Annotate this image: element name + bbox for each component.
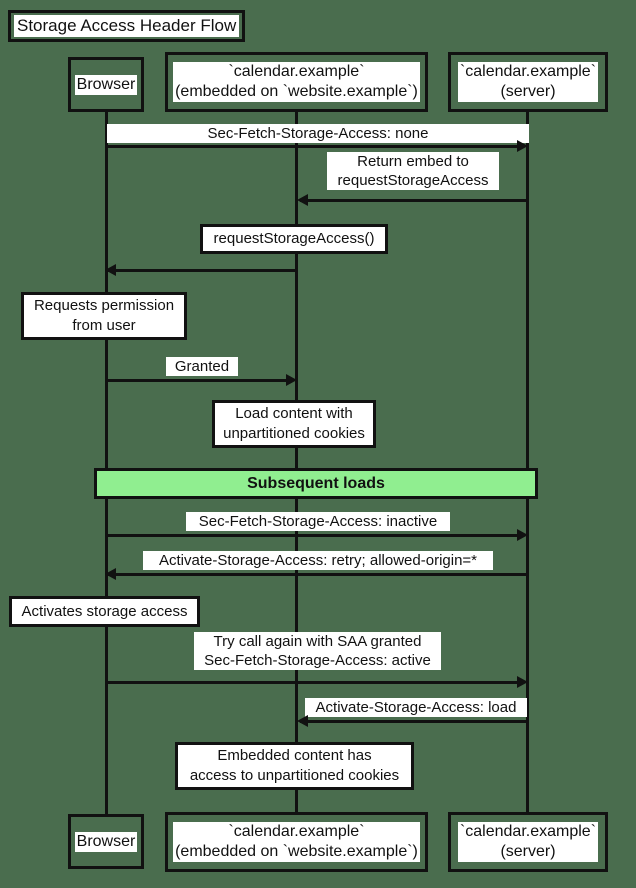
participant-browser-bottom[interactable]: Browser xyxy=(68,814,144,869)
message-line-granted xyxy=(105,379,289,382)
message-box-request-storage-access[interactable]: requestStorageAccess() xyxy=(200,224,388,254)
message-box-request-storage-access-label: requestStorageAccess() xyxy=(213,230,375,247)
message-line-sec-fetch-none xyxy=(105,145,522,148)
message-arrowhead-activate-load xyxy=(297,715,308,727)
participant-embed-top-label: `calendar.example` (embedded on `website… xyxy=(173,62,420,102)
participant-embed-bottom-label: `calendar.example` (embedded on `website… xyxy=(173,822,420,862)
message-line-try-call-again xyxy=(105,681,522,684)
message-arrowhead-return-embed xyxy=(297,194,308,206)
message-label-granted: Granted xyxy=(166,357,238,376)
message-arrowhead-try-call-again xyxy=(517,676,528,688)
note-activates-storage-access-label: Activates storage access xyxy=(21,602,188,620)
note-requests-permission-label: Requests permission from user xyxy=(33,297,175,334)
note-load-content: Load content with unpartitioned cookies xyxy=(212,400,376,448)
message-label-activate-retry: Activate-Storage-Access: retry; allowed-… xyxy=(143,551,493,570)
participant-embed-bottom[interactable]: `calendar.example` (embedded on `website… xyxy=(165,812,428,872)
message-label-try-call-again: Try call again with SAA granted Sec-Fetc… xyxy=(194,632,441,670)
message-line-return-embed xyxy=(300,199,527,202)
message-line-sec-fetch-inactive xyxy=(105,534,522,537)
divider-subsequent-loads: Subsequent loads xyxy=(94,468,538,499)
lifeline-browser xyxy=(105,112,108,814)
diagram-title-box: Storage Access Header Flow xyxy=(8,10,246,42)
message-arrowhead-activate-retry xyxy=(105,568,116,580)
note-embedded-content-access-label: Embedded content has access to unpartiti… xyxy=(189,747,400,784)
message-label-return-embed: Return embed to requestStorageAccess xyxy=(327,152,499,190)
participant-browser-bottom-label: Browser xyxy=(74,831,138,852)
participant-server-bottom[interactable]: `calendar.example` (server) xyxy=(448,812,608,872)
message-label-sec-fetch-none: Sec-Fetch-Storage-Access: none xyxy=(107,124,529,143)
message-label-activate-load: Activate-Storage-Access: load xyxy=(305,698,527,717)
message-line-activate-retry xyxy=(108,573,527,576)
message-arrowhead-request-storage-access xyxy=(105,264,116,276)
lifeline-server xyxy=(526,112,529,814)
participant-browser-top-label: Browser xyxy=(74,74,138,95)
participant-embed-top[interactable]: `calendar.example` (embedded on `website… xyxy=(165,52,428,112)
participant-browser-top[interactable]: Browser xyxy=(68,57,144,112)
message-arrowhead-sec-fetch-none xyxy=(517,140,528,152)
diagram-title: Storage Access Header Flow xyxy=(14,15,240,37)
note-embedded-content-access: Embedded content has access to unpartiti… xyxy=(175,742,414,790)
participant-server-bottom-label: `calendar.example` (server) xyxy=(457,822,599,862)
message-label-sec-fetch-inactive: Sec-Fetch-Storage-Access: inactive xyxy=(186,512,450,531)
participant-server-top[interactable]: `calendar.example` (server) xyxy=(448,52,608,112)
divider-subsequent-loads-label: Subsequent loads xyxy=(247,474,385,492)
note-requests-permission: Requests permission from user xyxy=(21,292,187,340)
lifeline-embed xyxy=(295,112,298,814)
participant-server-top-label: `calendar.example` (server) xyxy=(457,62,599,102)
note-load-content-label: Load content with unpartitioned cookies xyxy=(223,405,365,442)
message-arrowhead-sec-fetch-inactive xyxy=(517,529,528,541)
message-arrowhead-granted xyxy=(286,374,297,386)
note-activates-storage-access: Activates storage access xyxy=(9,596,200,627)
message-line-activate-load xyxy=(300,720,527,723)
message-line-request-storage-access xyxy=(108,269,297,272)
